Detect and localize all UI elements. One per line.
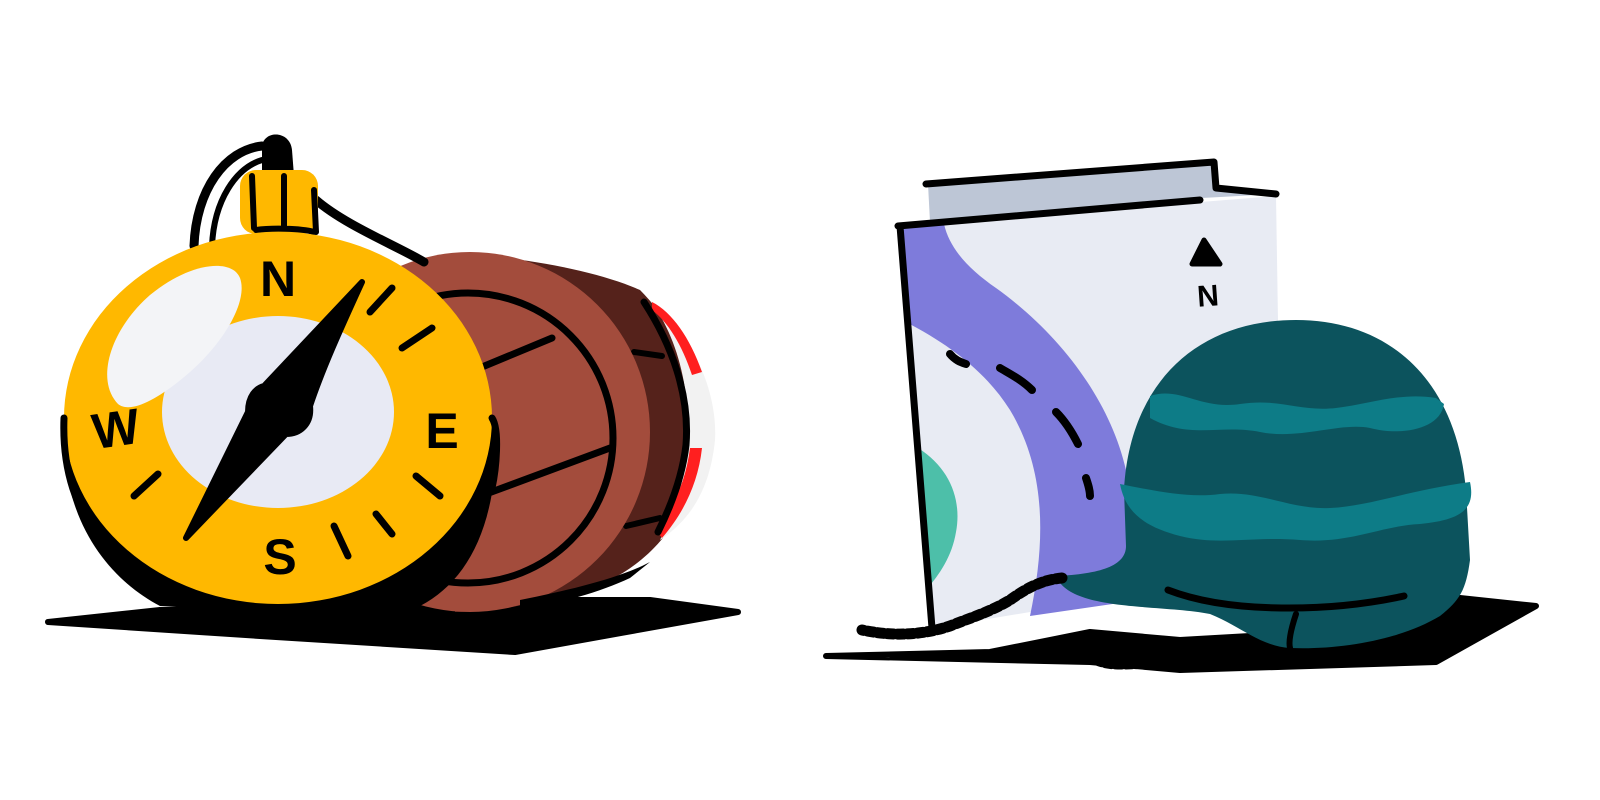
compass-hanger (240, 134, 319, 235)
beanie-hat-icon (856, 320, 1472, 670)
compass-strap (189, 141, 429, 267)
compass-needle (183, 279, 365, 541)
ground-shadow-left (45, 597, 741, 655)
compass-glare (107, 265, 242, 408)
map-trail (946, 350, 1094, 500)
beanie-brim-line (1164, 586, 1408, 612)
map-top-edge (928, 162, 1276, 222)
map-north-label: N (1196, 279, 1220, 313)
beanie-strap (1286, 611, 1299, 651)
canteen-cap-outline (640, 298, 691, 536)
canteen-cap-stripe-top (652, 302, 702, 375)
map-river (900, 224, 1140, 616)
canteen-cap (650, 300, 716, 540)
beanie-stripe-top (1150, 393, 1444, 435)
compass-ticks (130, 284, 444, 560)
map-beanie-group: N (823, 158, 1539, 673)
compass-letter-east: E (425, 403, 458, 459)
map-north-arrow-icon (1189, 237, 1223, 267)
beanie-stripe-bottom (1120, 482, 1472, 541)
map-outline (894, 158, 1280, 632)
compass-icon: N E S W (60, 232, 501, 608)
beanie-cord (856, 572, 1246, 670)
compass-letter-south: S (263, 529, 296, 585)
compass-letter-west: W (89, 398, 144, 460)
compass-case-outline (60, 414, 234, 608)
compass-canteen-group: N E S W (45, 134, 741, 655)
compass-letter-north: N (260, 251, 296, 307)
canteen-shadow-band (520, 562, 650, 608)
